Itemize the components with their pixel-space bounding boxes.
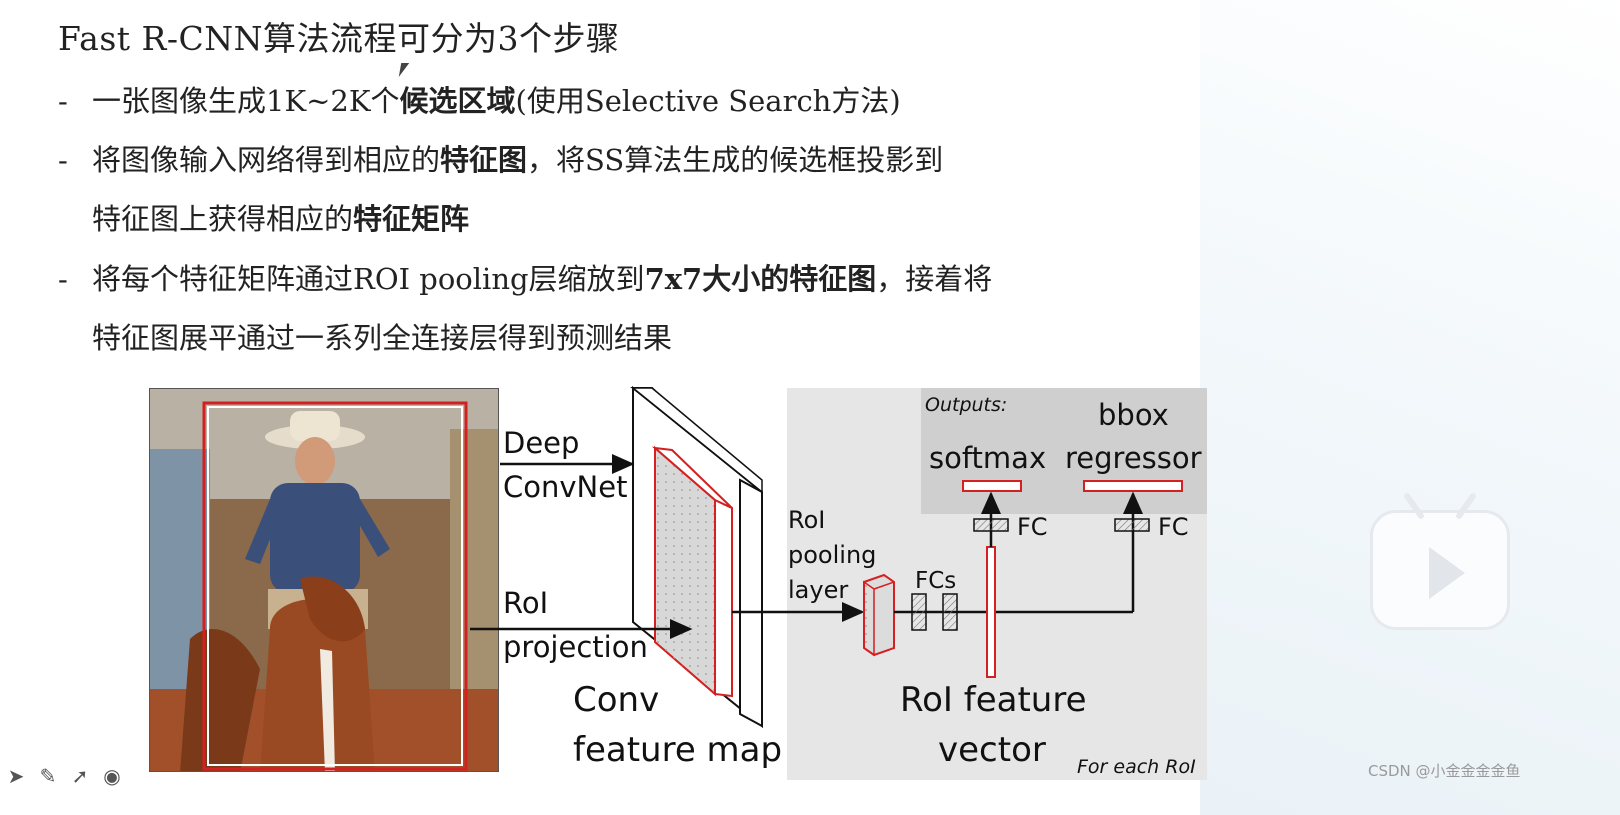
play-icon bbox=[1429, 547, 1465, 599]
label-for-each-roi: For each RoI bbox=[1077, 756, 1196, 778]
label-feature-map: feature map bbox=[573, 730, 782, 770]
label-outputs: Outputs: bbox=[925, 394, 1007, 416]
label-deep: Deep bbox=[503, 426, 579, 460]
pen-tool-icon[interactable]: ✎ bbox=[32, 764, 64, 788]
label-fc-2: FC bbox=[1158, 513, 1189, 541]
label-pool-roi: RoI bbox=[788, 506, 825, 534]
label-fcs: FCs bbox=[915, 568, 956, 594]
bbox-output bbox=[1084, 481, 1182, 491]
roi-feature-vector bbox=[987, 547, 995, 677]
fc-block-2 bbox=[943, 594, 957, 630]
fc-bbox-block bbox=[1115, 519, 1149, 531]
watermark: CSDN @小金金金金鱼 bbox=[1368, 760, 1521, 781]
softmax-output bbox=[963, 481, 1021, 491]
label-roi: RoI bbox=[503, 586, 548, 620]
record-icon[interactable]: ◉ bbox=[96, 764, 128, 788]
presentation-toolbar: ➤✎➚◉ bbox=[0, 764, 128, 788]
fc-softmax-block bbox=[974, 519, 1008, 531]
label-layer: layer bbox=[788, 576, 848, 604]
label-roi-feature: RoI feature bbox=[900, 680, 1087, 720]
label-softmax: softmax bbox=[929, 441, 1046, 475]
pointer-tool-icon[interactable]: ➤ bbox=[0, 764, 32, 788]
label-regressor: regressor bbox=[1065, 441, 1202, 475]
label-bbox: bbox bbox=[1098, 398, 1169, 432]
fc-block-1 bbox=[912, 594, 926, 630]
label-convnet: ConvNet bbox=[503, 470, 627, 504]
laser-tool-icon[interactable]: ➚ bbox=[64, 764, 96, 788]
label-fc-1: FC bbox=[1017, 513, 1048, 541]
label-projection: projection bbox=[503, 630, 648, 664]
play-button[interactable] bbox=[1370, 510, 1510, 630]
label-vector: vector bbox=[938, 730, 1046, 770]
label-pooling: pooling bbox=[788, 541, 876, 569]
label-conv: Conv bbox=[573, 680, 659, 720]
